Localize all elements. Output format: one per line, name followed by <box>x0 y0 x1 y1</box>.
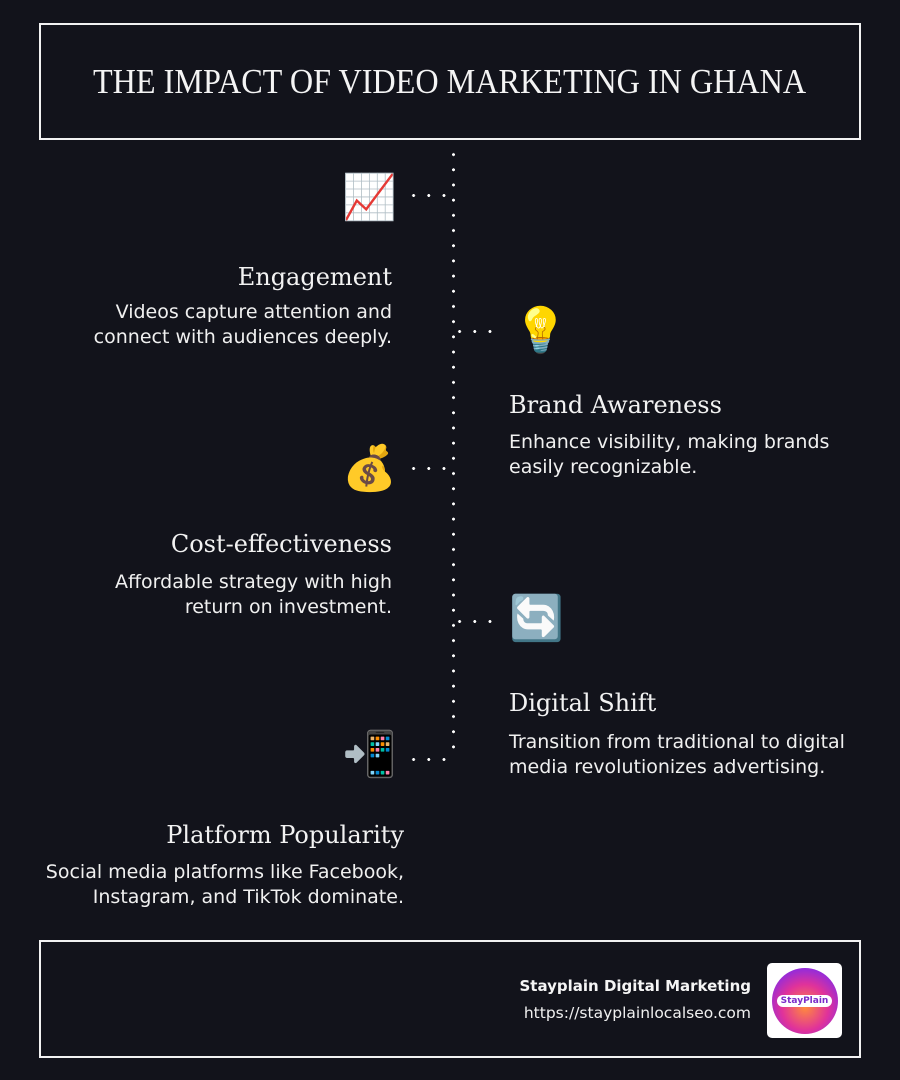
item-title-platform-popularity: Platform Popularity <box>166 821 404 849</box>
connector-dots <box>452 620 502 623</box>
arrows-cycle-icon: 🔄 <box>509 593 564 644</box>
desc-line: media revolutionizes advertising. <box>509 756 826 778</box>
company-logo: StayPlain <box>767 963 842 1038</box>
item-title-brand-awareness: Brand Awareness <box>509 391 722 419</box>
connector-dots <box>452 330 502 333</box>
item-desc-brand-awareness: Enhance visibility, making brands easily… <box>509 430 829 480</box>
desc-line: Instagram, and TikTok dominate. <box>92 886 404 908</box>
item-desc-engagement: Videos capture attention and connect wit… <box>94 300 392 350</box>
timeline-vertical-dotted-line <box>452 147 455 760</box>
connector-dots <box>406 467 454 470</box>
item-desc-digital-shift: Transition from traditional to digital m… <box>509 730 845 780</box>
item-title-cost-effectiveness: Cost-effectiveness <box>170 530 392 558</box>
light-bulb-icon: 💡 <box>513 305 568 356</box>
item-title-digital-shift: Digital Shift <box>509 689 657 717</box>
item-desc-cost-effectiveness: Affordable strategy with high return on … <box>115 570 392 620</box>
footer-box: Stayplain Digital Marketing https://stay… <box>39 940 861 1058</box>
page-title: THE IMPACT OF VIDEO MARKETING IN GHANA <box>93 61 807 101</box>
connector-dots <box>406 758 454 761</box>
desc-line: connect with audiences deeply. <box>93 326 392 348</box>
company-url[interactable]: https://stayplainlocalseo.com <box>523 1004 751 1022</box>
item-title-engagement: Engagement <box>237 263 392 291</box>
desc-line: easily recognizable. <box>509 456 698 478</box>
desc-line: Enhance visibility, making brands <box>509 431 830 453</box>
desc-line: return on investment. <box>184 596 392 618</box>
connector-dots <box>406 194 454 197</box>
mobile-phone-arrow-icon: 📲 <box>342 729 397 780</box>
logo-text: StayPlain <box>776 994 833 1007</box>
desc-line: Affordable strategy with high <box>114 571 392 593</box>
money-bag-icon: 💰 <box>342 443 397 494</box>
chart-increasing-icon: 📈 <box>342 172 397 223</box>
logo-circle: StayPlain <box>771 967 838 1034</box>
title-box: THE IMPACT OF VIDEO MARKETING IN GHANA <box>39 23 861 140</box>
company-name: Stayplain Digital Marketing <box>519 977 751 995</box>
item-desc-platform-popularity: Social media platforms like Facebook, In… <box>46 860 404 910</box>
desc-line: Social media platforms like Facebook, <box>45 861 404 883</box>
desc-line: Videos capture attention and <box>115 301 392 323</box>
desc-line: Transition from traditional to digital <box>509 731 845 753</box>
